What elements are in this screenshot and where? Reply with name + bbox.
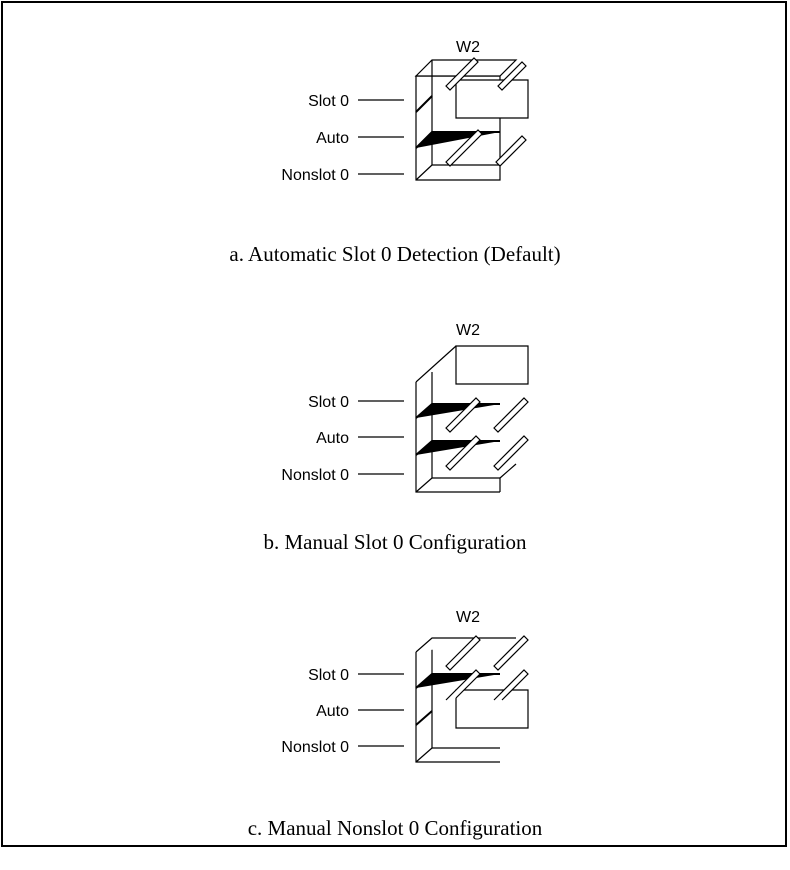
jumper-name-label: W2 (456, 609, 480, 626)
jumper-diagram-a: W2 Slot 0 Au (281, 39, 529, 184)
pin-label-nonslot0: Nonslot 0 (281, 739, 349, 756)
pin-label-auto: Auto (316, 703, 349, 720)
pin-label-nonslot0: Nonslot 0 (281, 467, 349, 484)
pin-label-slot0: Slot 0 (308, 394, 349, 411)
pin-label-auto: Auto (316, 430, 349, 447)
pin-label-slot0: Slot 0 (308, 93, 349, 110)
figure-frame (1, 1, 787, 847)
panel-manual-nonslot0: W2 Slot 0 Auto Nonslot (0, 600, 790, 850)
pin-label-nonslot0: Nonslot 0 (281, 167, 349, 184)
jumper-name-label: W2 (456, 322, 480, 339)
caption-c: c. Manual Nonslot 0 Configuration (247, 816, 543, 840)
pin-label-auto: Auto (316, 130, 349, 147)
pin-label-slot0: Slot 0 (308, 667, 349, 684)
jumper-name-label: W2 (456, 39, 480, 56)
caption-b: b. Manual Slot 0 Configuration (263, 530, 527, 554)
jumper-diagram-b: W2 Slot 0 Auto Nonslo (281, 322, 529, 493)
jumper-diagram-c: W2 Slot 0 Auto Nonslot (281, 609, 529, 763)
panel-manual-slot0: W2 Slot 0 Auto Nonslo (0, 300, 790, 570)
panel-automatic: W2 Slot 0 Au (0, 0, 790, 280)
caption-a: a. Automatic Slot 0 Detection (Default) (229, 242, 561, 266)
